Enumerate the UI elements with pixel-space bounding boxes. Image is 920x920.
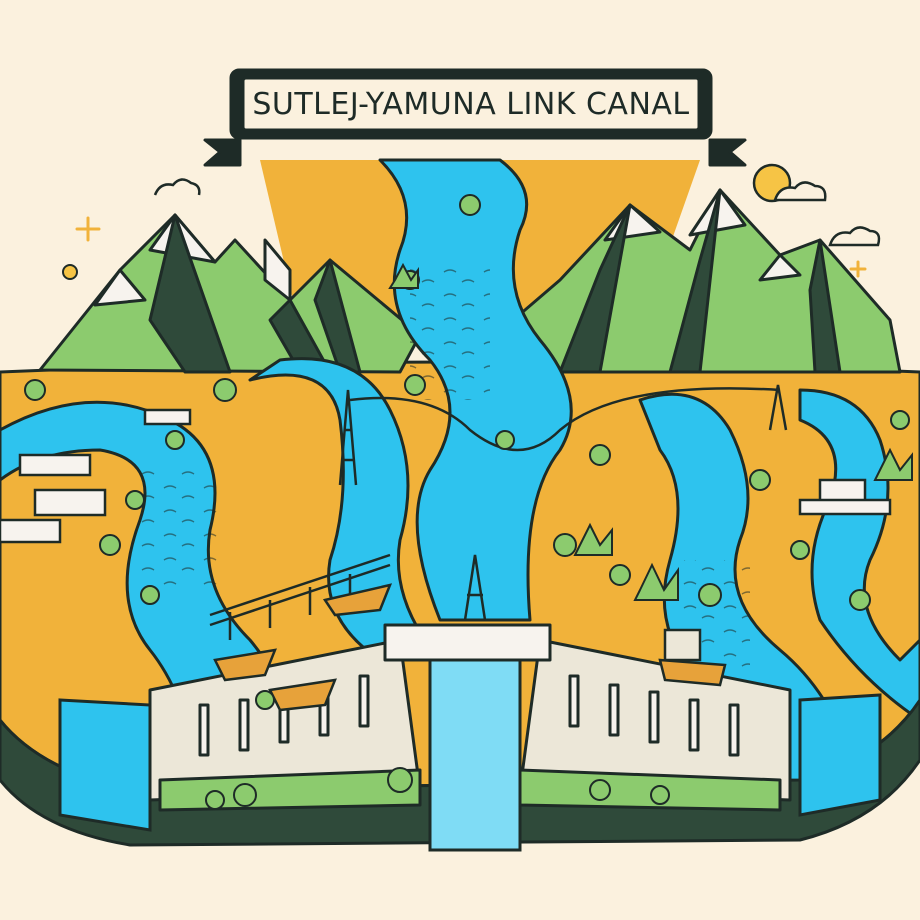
banner-label-area — [241, 76, 701, 132]
left-mountain-range — [38, 213, 422, 374]
banner-ribbon-left — [203, 138, 242, 167]
dam-base-grass-right — [518, 768, 782, 812]
dam-gate-frame — [383, 623, 552, 662]
banner-ribbon-right — [708, 138, 747, 167]
water-ripples — [140, 260, 750, 670]
waterfalls — [58, 638, 882, 852]
dam-pillars — [198, 674, 740, 757]
sparkle-icon — [75, 216, 867, 278]
cactus-icon — [388, 262, 913, 601]
bridge-icon — [209, 553, 391, 640]
tree-icon — [24, 194, 910, 810]
transmission-tower-icon — [338, 384, 788, 621]
building-icon — [0, 408, 892, 544]
sun-dot-icon — [62, 264, 78, 280]
title-banner — [203, 68, 747, 167]
cloud-icon — [153, 178, 881, 247]
dam — [148, 623, 792, 812]
page-title: SUTLEJ-YAMUNA LINK CANAL — [252, 86, 690, 122]
boat-icon — [213, 583, 727, 712]
right-mountain-range — [488, 188, 902, 374]
